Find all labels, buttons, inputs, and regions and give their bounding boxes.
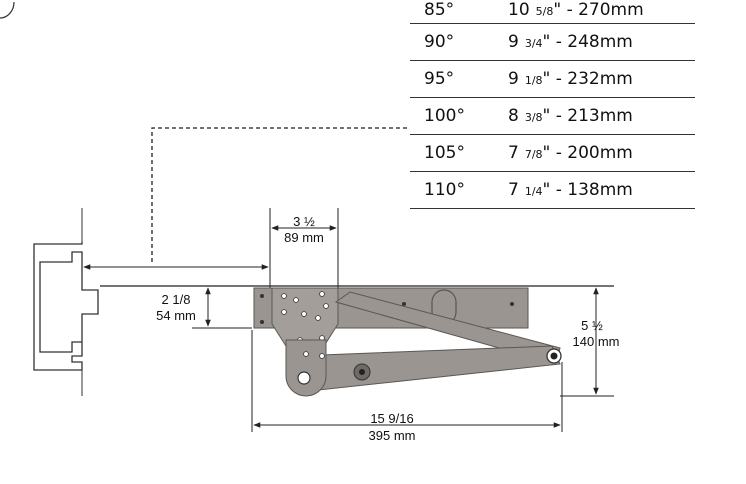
angle-value: 100°: [410, 97, 494, 135]
distance-fraction: 1/4: [524, 185, 543, 198]
bracket-hole: [281, 293, 287, 299]
distance-fraction: 1/8: [524, 74, 543, 87]
bracket-hole: [281, 309, 287, 315]
distance-fraction: 3/8: [524, 111, 543, 124]
angle-row: 110° 7 1/4" - 138mm: [410, 171, 695, 209]
door-angle-table: 85° 10 5/8" - 270mm 90° 9 3/4" - 248mm 95° 9 1/8…: [410, 0, 695, 209]
distance-mm: " - 248mm: [542, 32, 633, 52]
distance-whole-inches: 9: [508, 69, 519, 89]
distance-whole-inches: 7: [508, 180, 519, 200]
door-swing-dashed-line: [151, 127, 410, 262]
arm-drop-mm: 140 mm: [573, 334, 620, 349]
pivot-hole: [297, 371, 311, 385]
distance-mm: " - 200mm: [542, 143, 633, 163]
arm-end-pivot-center: [550, 352, 558, 360]
bracket-hole: [323, 303, 329, 309]
angle-value: 95°: [410, 60, 494, 98]
top-offset-in: 3 ½: [293, 214, 315, 229]
door-frame-profile: [33, 242, 99, 371]
angle-row: 105° 7 7/8" - 200mm: [410, 134, 695, 172]
distance-value: 8 3/8" - 213mm: [494, 97, 695, 135]
angle-row: 100° 8 3/8" - 213mm: [410, 97, 695, 135]
distance-whole-inches: 10: [508, 0, 530, 20]
top-offset-mm: 89 mm: [284, 230, 324, 245]
screw-hole: [260, 320, 264, 324]
distance-mm: " - 270mm: [553, 0, 644, 20]
pivot-hole: [303, 351, 309, 357]
distance-value: 9 1/8" - 232mm: [494, 60, 695, 98]
distance-value: 7 1/4" - 138mm: [494, 171, 695, 209]
closer-lower-arm: [295, 345, 561, 393]
distance-whole-inches: 8: [508, 106, 519, 126]
distance-fraction: 7/8: [524, 148, 543, 161]
screw-hole: [260, 294, 264, 298]
distance-fraction: 3/4: [524, 37, 543, 50]
bracket-hole: [293, 297, 299, 303]
distance-mm: " - 138mm: [542, 180, 633, 200]
distance-whole-inches: 7: [508, 143, 519, 163]
distance-value: 7 7/8" - 200mm: [494, 134, 695, 172]
closer-upper-arm: [334, 291, 561, 365]
distance-mm: " - 213mm: [542, 106, 633, 126]
distance-value: 9 3/4" - 248mm: [494, 23, 695, 61]
closer-pivot-body: [285, 339, 327, 397]
distance-fraction: 5/8: [535, 5, 554, 18]
bracket-hole: [315, 315, 321, 321]
angle-value: 90°: [410, 23, 494, 61]
bracket-hole: [319, 291, 325, 297]
distance-whole-inches: 9: [508, 32, 519, 52]
pivot-hole: [319, 353, 325, 359]
screw-hole: [402, 302, 406, 306]
bracket-hole: [301, 311, 307, 317]
length-in: 15 9/16: [370, 411, 413, 426]
angle-value: 85°: [410, 0, 494, 24]
arm-adjustment-knob-center: [359, 369, 365, 375]
angle-row: 95° 9 1/8" - 232mm: [410, 60, 695, 98]
distance-value: 10 5/8" - 270mm: [494, 0, 695, 24]
height-in: 2 1/8: [162, 292, 191, 307]
screw-hole: [510, 302, 514, 306]
angle-value: 110°: [410, 171, 494, 209]
angle-row: 90° 9 3/4" - 248mm: [410, 23, 695, 61]
figure-number-circle: [0, 1, 15, 19]
distance-mm: " - 232mm: [542, 69, 633, 89]
length-mm: 395 mm: [369, 428, 416, 443]
angle-row: 85° 10 5/8" - 270mm: [410, 0, 695, 24]
height-mm: 54 mm: [156, 308, 196, 323]
arm-drop-in: 5 ½: [581, 318, 603, 333]
angle-value: 105°: [410, 134, 494, 172]
